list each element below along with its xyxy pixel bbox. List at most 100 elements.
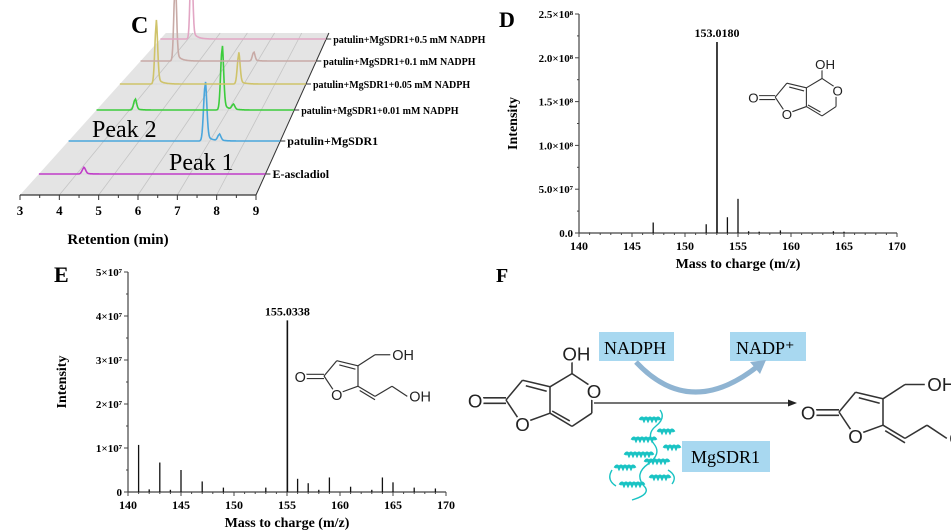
chromatogram-trace xyxy=(38,166,266,175)
x-tick-label: 160 xyxy=(782,239,800,253)
peak-1-annotation: Peak 1 xyxy=(169,150,234,176)
y-tick-label: 1×10⁷ xyxy=(96,443,123,455)
atom-label: OH xyxy=(815,57,835,72)
x-tick-label: 145 xyxy=(623,239,641,253)
protein-helix xyxy=(656,428,676,436)
x-tick-label: 150 xyxy=(676,239,694,253)
series-label: patulin+MgSDR1+0.01 mM NADPH xyxy=(301,106,458,117)
peak-mz-label: 153.0180 xyxy=(694,26,739,40)
x-tick-label: 170 xyxy=(437,498,455,512)
chemical-bond xyxy=(339,364,356,370)
protein-helix xyxy=(630,436,658,444)
y-axis-title: Intensity xyxy=(55,356,70,409)
x-tick-label: 160 xyxy=(331,498,349,512)
reaction-arrowhead xyxy=(788,399,797,407)
protein-helix xyxy=(662,444,682,452)
chemical-bond xyxy=(926,424,948,440)
x-tick-label: 150 xyxy=(225,498,243,512)
y-tick-label: 5.0×10⁷ xyxy=(539,184,574,196)
chemical-bond xyxy=(774,82,788,98)
protein-helix xyxy=(618,481,646,489)
chemical-bond xyxy=(339,385,359,394)
y-tick-label: 2.0×10⁸ xyxy=(539,53,574,65)
floor-gridline xyxy=(98,32,221,196)
atom-label: O xyxy=(587,381,602,402)
atom-label: O xyxy=(832,84,842,99)
nadph-box xyxy=(599,332,674,361)
y-tick-label: 4×10⁷ xyxy=(96,311,123,323)
chemical-bond xyxy=(904,424,928,440)
protein-helix xyxy=(638,416,662,424)
chemical-bond xyxy=(357,354,376,367)
protein-helix xyxy=(648,474,672,482)
x-tick-label: 170 xyxy=(888,239,906,253)
chemical-bond xyxy=(838,391,857,413)
chemical-bond xyxy=(525,384,547,392)
atom-label: OH xyxy=(392,348,414,364)
x-tick-label: 5 xyxy=(95,203,102,218)
protein-helix xyxy=(623,451,655,459)
y-tick-label: 2×10⁷ xyxy=(96,399,123,411)
floor-gridline xyxy=(216,32,303,196)
chemical-bond xyxy=(858,396,880,404)
series-label: patulin+MgSDR1 xyxy=(287,134,378,148)
chemical-bond xyxy=(571,372,593,388)
nadp-label: NADP⁺ xyxy=(736,338,795,358)
atom-label: OH xyxy=(409,390,431,406)
atom-label: O xyxy=(748,91,758,106)
protein-loop xyxy=(631,409,663,501)
x-axis-title: Retention (min) xyxy=(67,232,168,248)
atom-label: O xyxy=(515,414,530,435)
chemical-bond xyxy=(884,430,906,444)
chromatogram-trace xyxy=(140,0,317,62)
chart-floor xyxy=(20,33,329,195)
panel-label-c: C xyxy=(131,13,148,39)
y-tick-label: 0.0 xyxy=(559,228,573,240)
x-axis-title: Mass to charge (m/z) xyxy=(225,516,350,530)
chromatogram-trace xyxy=(68,81,281,142)
y-tick-label: 3×10⁷ xyxy=(96,355,123,367)
chemical-bond xyxy=(882,383,906,400)
chemical-bond xyxy=(807,104,821,113)
depth-axis-line xyxy=(255,32,330,196)
chemical-bond xyxy=(391,385,408,397)
chemical-bond xyxy=(789,106,807,114)
atom-label: O xyxy=(801,403,816,424)
series-label: E-ascladiol xyxy=(272,167,329,181)
atom-label: OH xyxy=(927,374,951,395)
chemical-bond xyxy=(855,391,884,400)
mass-spectrum-d: 0.05.0×10⁷1.0×10⁸1.5×10⁸2.0×10⁸2.5×10⁸14… xyxy=(506,9,906,272)
chemical-bond xyxy=(525,412,551,423)
chromatogram-trace xyxy=(96,45,294,111)
chemical-bond xyxy=(821,106,837,117)
enzyme-box xyxy=(682,441,770,472)
peak-2-annotation: Peak 2 xyxy=(92,117,157,143)
x-tick-label: 6 xyxy=(135,203,142,218)
x-tick-label: 140 xyxy=(119,498,137,512)
x-tick-label: 140 xyxy=(570,239,588,253)
nadph-label: NADPH xyxy=(604,338,666,358)
x-tick-label: 7 xyxy=(174,203,181,218)
atom-label: OH xyxy=(949,428,951,449)
series-label: patulin+MgSDR1+0.5 mM NADPH xyxy=(333,35,485,46)
chemical-bond xyxy=(505,399,520,421)
chemical-bond xyxy=(786,82,807,89)
x-tick-label: 145 xyxy=(172,498,190,512)
x-tick-label: 165 xyxy=(384,498,402,512)
chemical-bond xyxy=(357,385,376,397)
nadp-box xyxy=(730,332,806,361)
chemical-bond xyxy=(505,379,524,401)
series-label: patulin+MgSDR1+0.1 mM NADPH xyxy=(323,57,475,68)
chemical-bond xyxy=(551,410,571,422)
chemical-bond xyxy=(838,411,853,433)
chemical-bond xyxy=(323,360,338,377)
chromatogram-trace xyxy=(160,0,326,40)
reaction-scheme: NADPH NADP⁺ MgSDR1 xyxy=(594,332,806,501)
y-tick-label: 1.5×10⁸ xyxy=(539,97,574,109)
protein-loop xyxy=(609,469,675,487)
chromatogram-trace xyxy=(119,19,306,85)
x-tick-label: 155 xyxy=(278,498,296,512)
